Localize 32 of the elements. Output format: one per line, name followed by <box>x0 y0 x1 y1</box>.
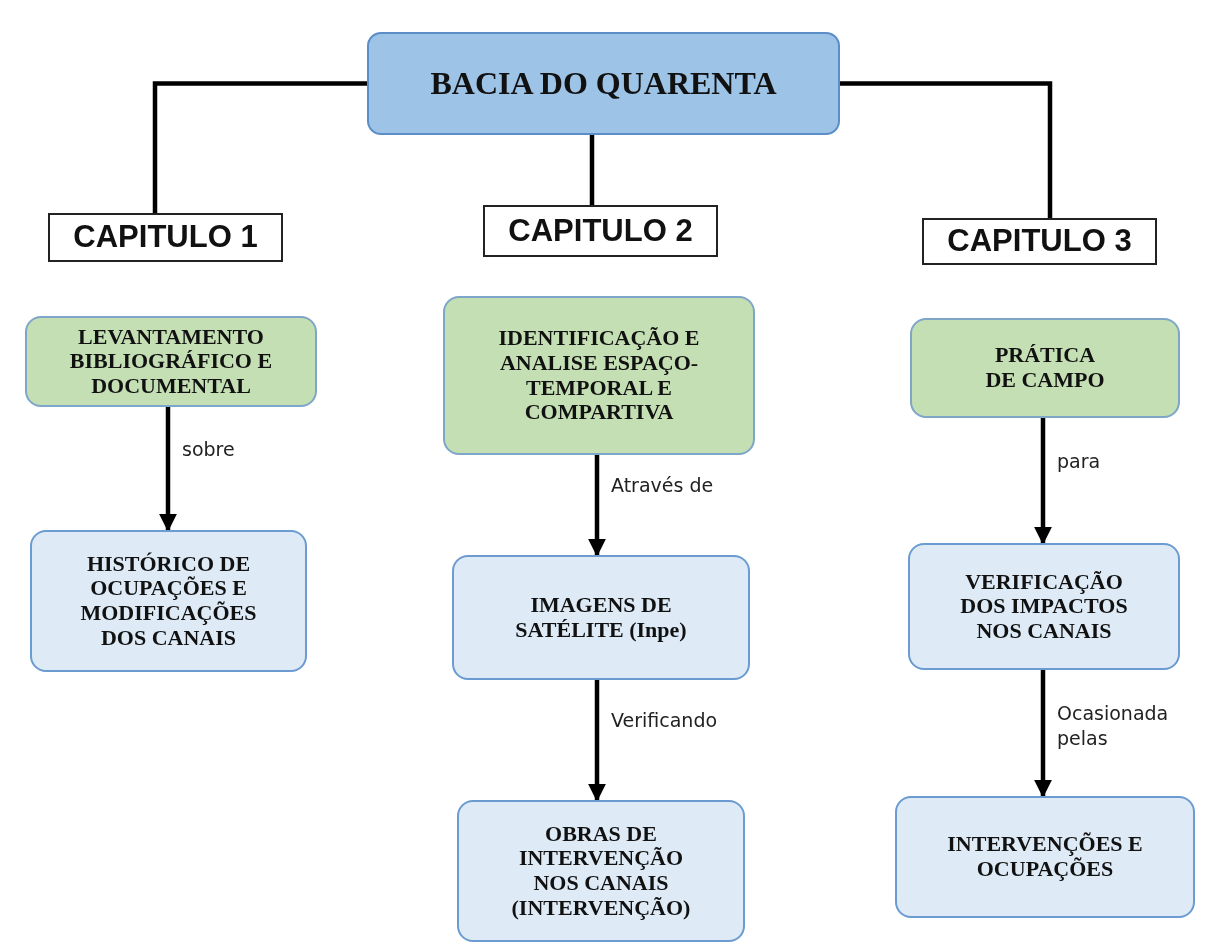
node-text: IDENTIFICAÇÃO E ANALISE ESPAÇO-TEMPORAL E COMPARTIVA <box>497 326 701 425</box>
method-box <box>910 318 1180 418</box>
connector-line <box>840 81 1053 218</box>
connector-line <box>152 81 367 213</box>
chapter-box <box>48 213 283 262</box>
arrow <box>1034 670 1052 798</box>
node-text: VERIFICAÇÃO DOS IMPACTOS NOS CANAIS <box>959 569 1129 644</box>
node-text: OBRAS DE INTERVENÇÃO NOS CANAIS (INTERVENÇÃO) <box>510 821 692 921</box>
chapter-box <box>922 218 1157 265</box>
arrow <box>588 680 606 802</box>
topic-box <box>30 530 307 672</box>
node-text: BACIA DO QUARENTA <box>429 65 778 102</box>
chapter-box <box>483 205 718 257</box>
node-text: PRÁTICA DE CAMPO <box>984 343 1106 393</box>
method-box <box>25 316 317 407</box>
node-text: IMAGENS DE SATÉLITE (Inpe) <box>514 592 688 643</box>
topic-box <box>895 796 1195 918</box>
node-text: CAPITULO 1 <box>72 220 259 255</box>
method-box <box>443 296 755 455</box>
topic-box <box>452 555 750 680</box>
topic-box <box>908 543 1180 670</box>
connector-line <box>589 135 595 205</box>
node-text: LEVANTAMENTO BIBLIOGRÁFICO E DOCUMENTAL <box>68 324 274 399</box>
arrow <box>159 407 177 532</box>
node-text: HISTÓRICO DE OCUPAÇÕES E MODIFICAÇÕES DOS CANAIS <box>79 551 258 651</box>
node-text: CAPITULO 2 <box>507 213 694 249</box>
node-text: CAPITULO 3 <box>946 224 1133 259</box>
title-box <box>367 32 840 135</box>
node-text: INTERVENÇÕES E OCUPAÇÕES <box>946 832 1144 882</box>
topic-box <box>457 800 745 942</box>
arrow <box>588 455 606 557</box>
arrow <box>1034 418 1052 545</box>
